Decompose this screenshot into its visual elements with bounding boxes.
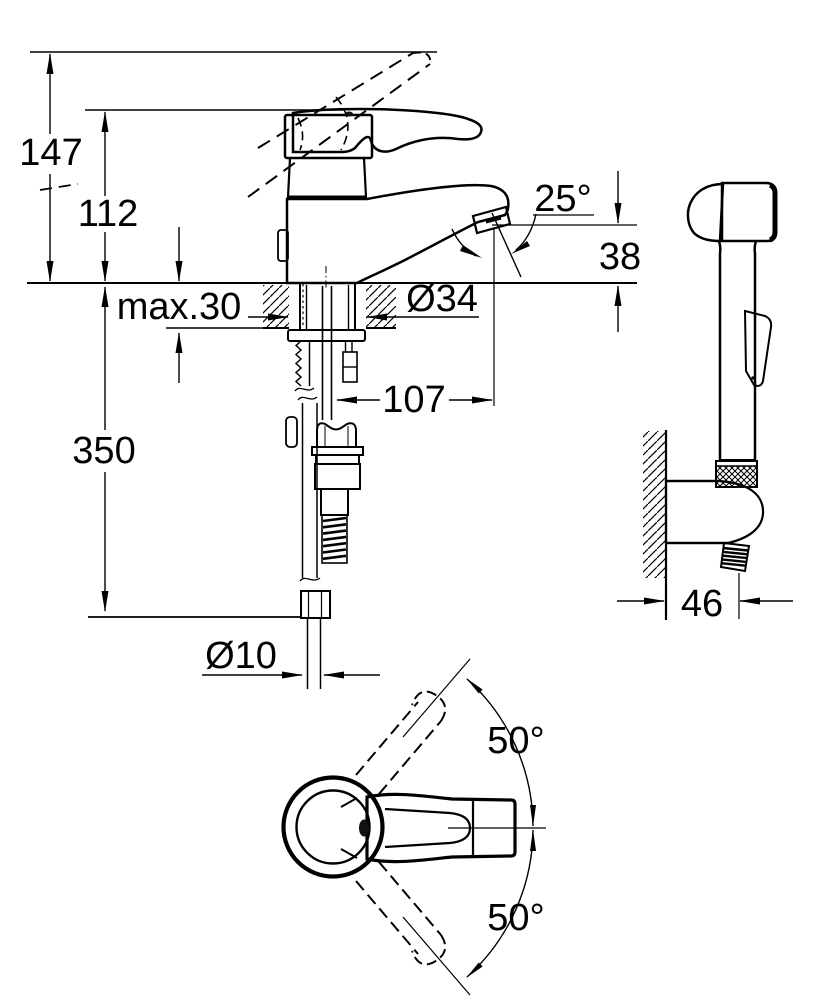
dim-label-outlet-height: 38 (599, 236, 641, 278)
dim-label-total-height: 147 (19, 132, 82, 174)
spout (285, 183, 510, 285)
wall-section (643, 430, 668, 620)
lever-handle (291, 107, 483, 154)
dim-label-swivel-lower: 50° (487, 897, 544, 939)
lever-top-view (365, 792, 517, 864)
dim-label-bracket-depth: 46 (681, 583, 723, 625)
deck-hatch (263, 285, 396, 329)
dim-label-spout-height: 112 (78, 193, 139, 235)
cartridge-cap (283, 113, 374, 160)
pipe-end-fitting (299, 577, 331, 619)
knurled-nut (314, 463, 361, 490)
dim-label-pipe-diameter: Ø10 (205, 635, 277, 677)
below-deck-assembly (285, 266, 366, 689)
swivel-angle-annotation: 50° 50° (402, 658, 546, 996)
lever-raised-dashed (39, 51, 432, 198)
body-side-tab (277, 229, 289, 262)
spray-head (720, 181, 777, 243)
side-view: 147 112 350 max.30 Ø34 107 Ø10 25° 38 (19, 51, 641, 689)
supply-pipes (306, 618, 322, 689)
lever-swivel-dashed (355, 690, 447, 966)
top-view: 50° 50° (281, 658, 546, 996)
faucet-body (277, 107, 512, 285)
wall-holder (664, 479, 765, 545)
dim-label-swivel-upper: 50° (487, 720, 544, 762)
body-outline (281, 775, 385, 879)
dimensions (46, 53, 622, 679)
spout-angle-detail (451, 212, 537, 278)
hand-shower-view: 46 (617, 181, 793, 625)
threaded-section (321, 514, 348, 564)
mounting-nut (287, 329, 366, 342)
flexible-hose (285, 340, 318, 578)
brand-mark-top (359, 819, 369, 837)
holder-hose (719, 541, 751, 573)
spray-trigger (743, 309, 773, 387)
pop-up-rod (342, 341, 358, 383)
bracket-dimension: 46 (617, 573, 793, 625)
dim-label-mount-thickness: max.30 (117, 286, 242, 328)
dim-label-hole-diameter: Ø34 (406, 278, 478, 320)
aerator (471, 205, 512, 235)
dim-label-spout-angle: 25° (534, 178, 591, 220)
hand-shower (686, 181, 778, 488)
dim-label-below-deck-length: 350 (72, 430, 135, 472)
hose-connector (311, 422, 364, 564)
dim-label-spout-reach: 107 (382, 379, 445, 421)
